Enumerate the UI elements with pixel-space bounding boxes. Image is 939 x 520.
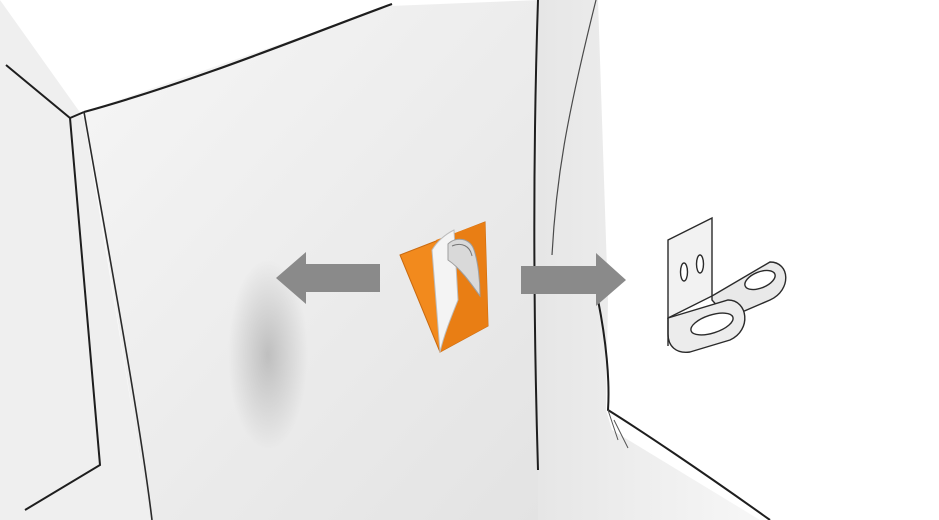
left-arrow-icon: [276, 252, 380, 304]
pillar-panel: [533, 0, 771, 520]
mounting-bracket-icon: [667, 216, 787, 353]
body-panel: [83, 0, 540, 520]
adhesive-pad-icon: [399, 221, 489, 353]
surface-smudge: [228, 260, 308, 450]
right-arrow-icon: [521, 253, 626, 306]
left-panel: [0, 0, 150, 520]
